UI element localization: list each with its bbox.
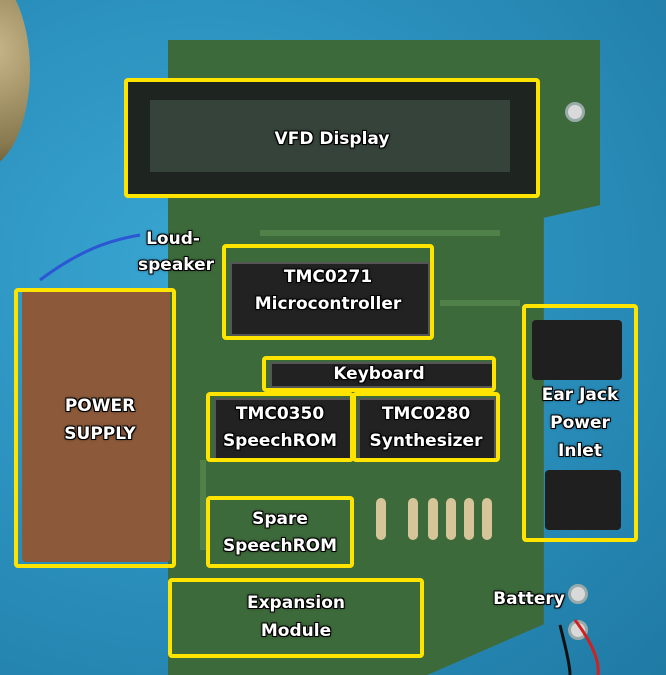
resistor xyxy=(376,498,386,540)
ear-jack-label-line2: Power xyxy=(550,413,610,433)
loudspeaker-label-line2: speaker xyxy=(138,255,215,275)
expansion-module-label-line2: Module xyxy=(260,621,332,641)
resistor xyxy=(408,498,418,540)
power-supply-label-line1: POWER xyxy=(64,396,136,416)
ear-jack-label-line3: Inlet xyxy=(558,441,602,461)
resistor xyxy=(464,498,474,540)
tmc0271-label-line2: Microcontroller xyxy=(254,294,402,314)
power-supply-box xyxy=(14,288,176,568)
mount-hole xyxy=(568,620,588,640)
keyboard-box xyxy=(262,356,496,392)
power-inlet xyxy=(545,470,621,530)
resistor xyxy=(482,498,492,540)
tmc0271-box xyxy=(222,244,434,340)
trace xyxy=(440,300,520,306)
power-supply-label-line2: SUPPLY xyxy=(64,424,136,444)
resistor xyxy=(428,498,438,540)
vfd-display-box xyxy=(124,78,540,198)
keyboard-connector xyxy=(270,362,494,388)
resistor xyxy=(446,498,456,540)
ear-jack-label-line1: Ear Jack xyxy=(541,385,619,405)
mount-hole xyxy=(568,584,588,604)
expansion-module-box xyxy=(168,578,424,658)
keyboard-label: Keyboard xyxy=(333,364,425,384)
spare-speechrom-label-line1: Spare xyxy=(252,509,308,529)
tmc0350-label-line1: TMC0350 xyxy=(235,404,325,424)
power-supply-board xyxy=(22,290,170,562)
expansion-module-label-line1: Expansion xyxy=(246,593,346,613)
battery-label: Battery xyxy=(493,589,565,609)
spare-speechrom-box xyxy=(206,496,354,568)
mount-hole xyxy=(565,102,585,122)
loudspeaker-label-line1: Loud- xyxy=(146,229,200,249)
tmc0280-label-line1: TMC0280 xyxy=(381,404,471,424)
trace xyxy=(200,460,206,550)
tmc0271-label-line1: TMC0271 xyxy=(283,267,373,287)
tmc0280-box xyxy=(352,392,500,462)
trace xyxy=(260,230,500,236)
tmc0350-label-line2: SpeechROM xyxy=(222,431,338,451)
vfd-glass xyxy=(150,100,510,172)
ear-jack xyxy=(532,320,622,380)
spare-speechrom-label-line2: SpeechROM xyxy=(222,536,338,556)
vfd-display-label: VFD Display xyxy=(274,129,390,149)
tmc0280-label-line2: Synthesizer xyxy=(369,431,483,451)
tmc0350-chip xyxy=(214,398,352,462)
tmc0271-chip xyxy=(230,262,430,336)
tmc0280-chip xyxy=(358,398,496,462)
ear-jack-box xyxy=(522,304,638,542)
